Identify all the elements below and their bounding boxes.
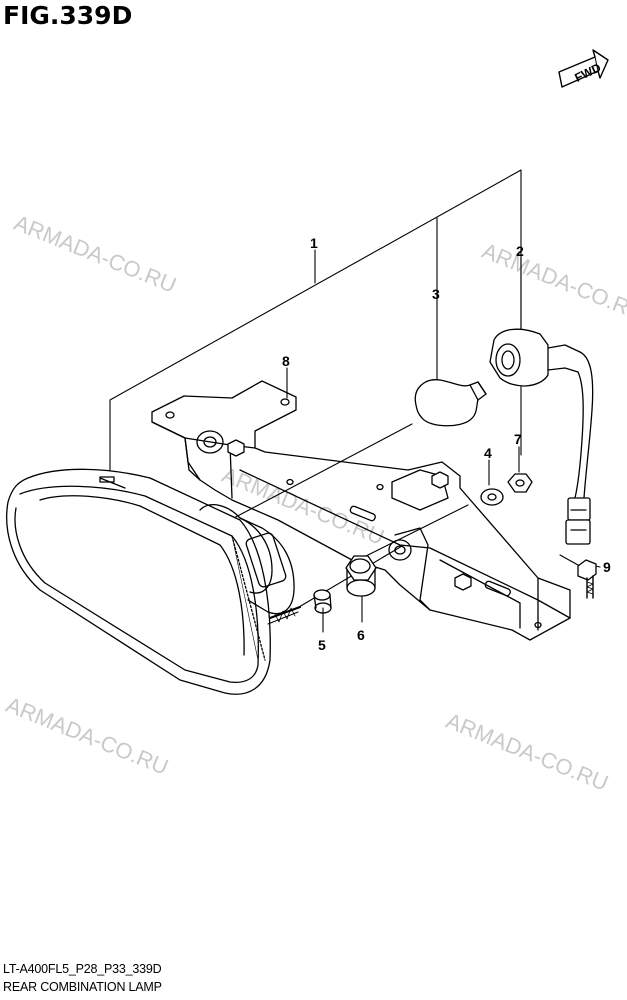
callout-6: 6 <box>357 627 365 643</box>
callout-3: 3 <box>432 286 440 302</box>
callout-8: 8 <box>282 353 290 369</box>
part-8-bracket <box>151 380 571 641</box>
part-2-socket-harness <box>489 328 594 545</box>
diagram-name: REAR COMBINATION LAMP <box>3 980 162 994</box>
fwd-arrow-icon <box>558 49 609 88</box>
callout-9: 9 <box>603 559 611 575</box>
model-code: LT-A400FL5_P28_P33_339D <box>3 962 162 976</box>
callout-4: 4 <box>484 445 492 461</box>
part-4-washer <box>480 488 504 506</box>
callout-5: 5 <box>318 637 326 653</box>
figure-title: FIG.339D <box>3 1 133 30</box>
part-1-lamp-assembly <box>6 468 302 695</box>
part-9-bolt <box>577 559 597 599</box>
callout-7: 7 <box>514 431 522 447</box>
part-3-bulb <box>414 379 487 427</box>
callout-1: 1 <box>310 235 318 251</box>
part-6-grommet <box>345 555 377 597</box>
callout-2: 2 <box>516 243 524 259</box>
part-5-collar <box>313 589 332 614</box>
part-7-nut <box>507 473 533 493</box>
